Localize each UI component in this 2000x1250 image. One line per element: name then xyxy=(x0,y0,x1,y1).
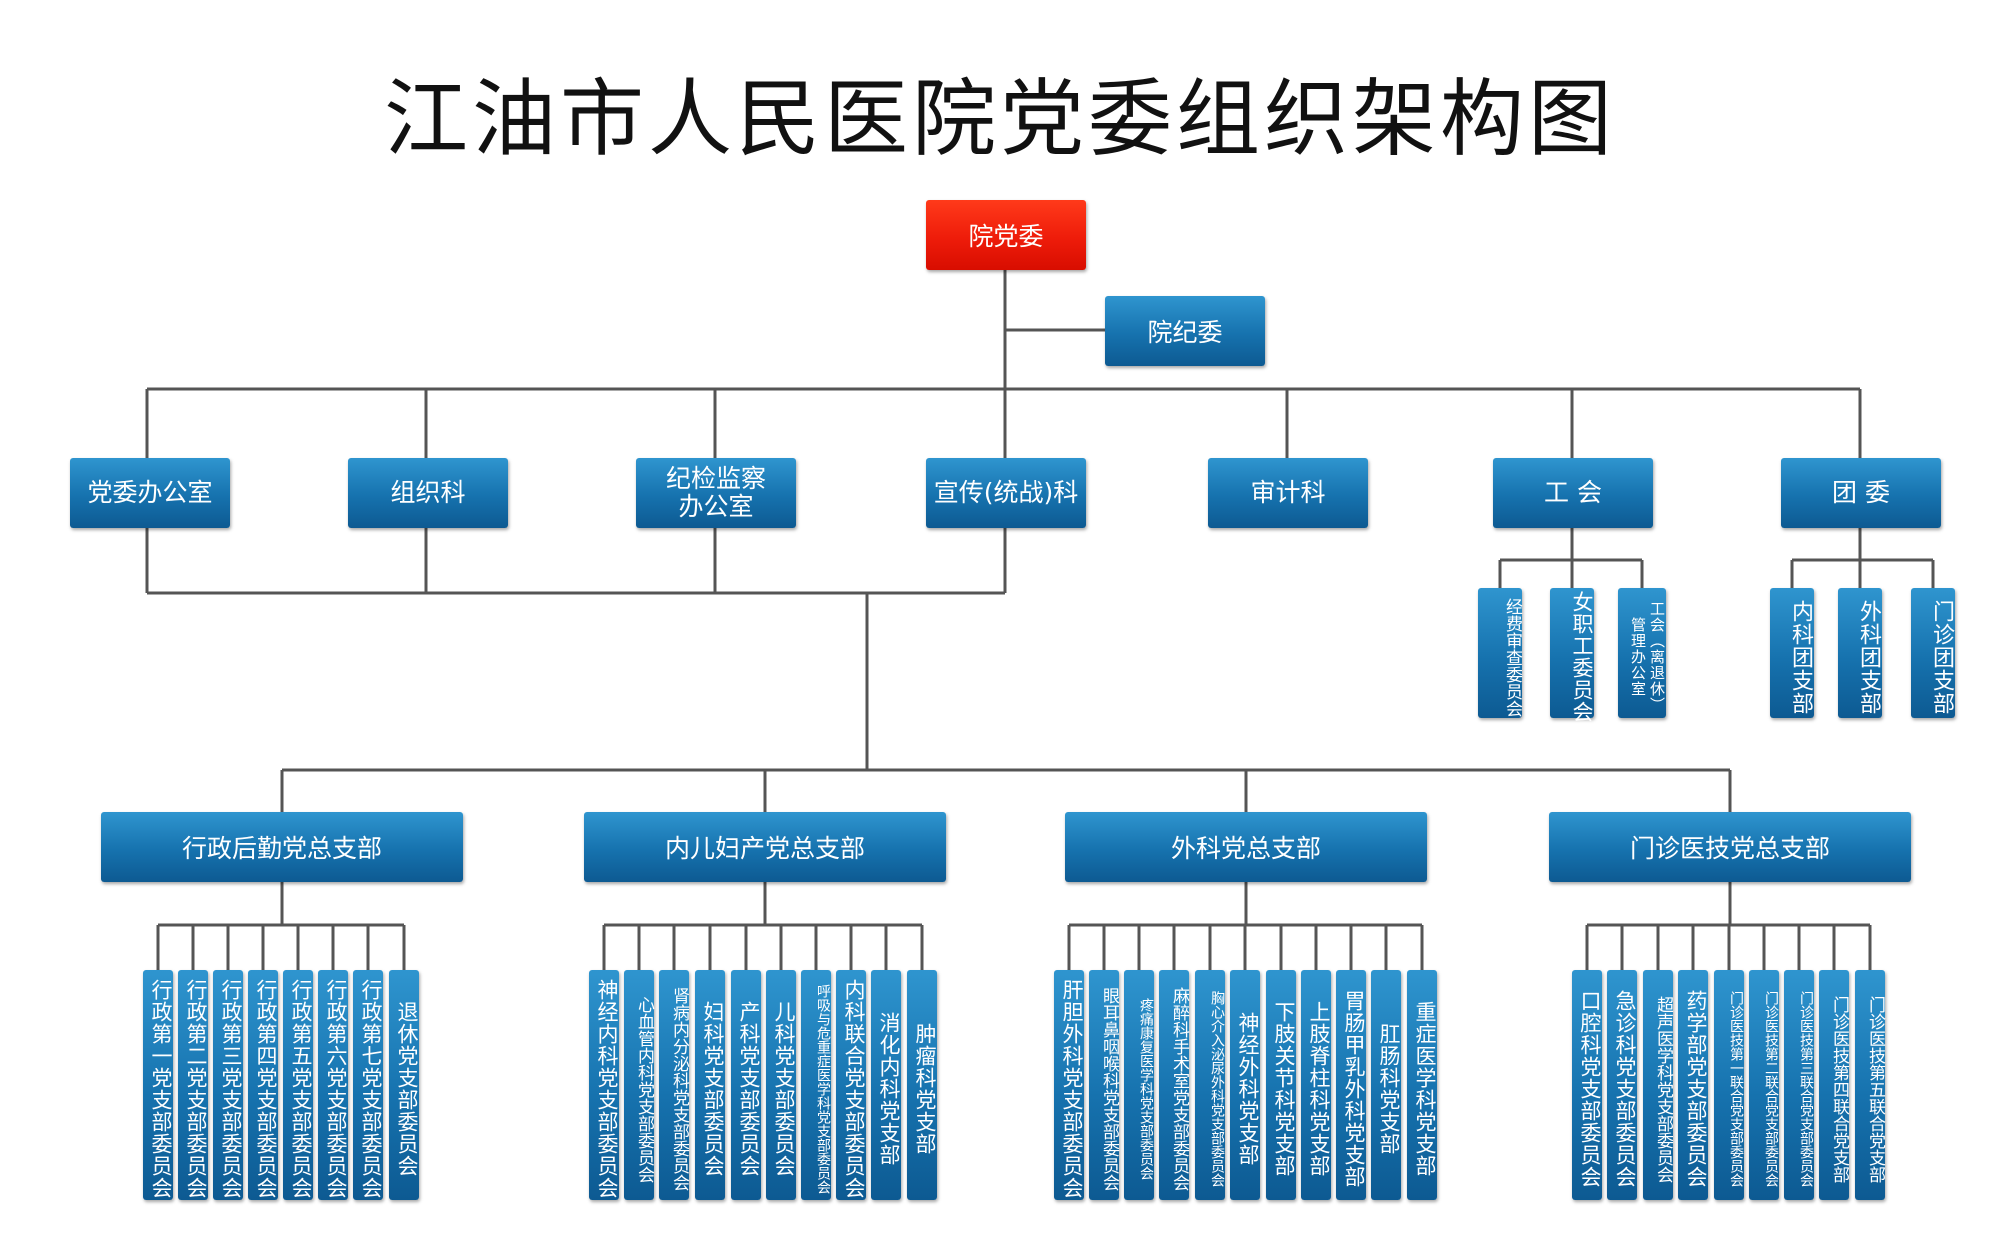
branch-child: 上肢脊柱科党支部 xyxy=(1301,970,1331,1200)
branch-child: 妇科党支部委员会 xyxy=(695,970,725,1200)
branch-child: 行政第三党支部委员会 xyxy=(213,970,243,1200)
dept-discipline-inspection: 纪检监察 办公室 xyxy=(636,458,796,528)
branch-child: 行政第四党支部委员会 xyxy=(248,970,278,1200)
branch-child: 药学部党支部委员会 xyxy=(1678,970,1708,1200)
branch-child: 急诊科党支部委员会 xyxy=(1607,970,1637,1200)
branch-child: 麻醉科手术室党支部委员会 xyxy=(1159,970,1189,1200)
branch-child: 神经外科党支部 xyxy=(1230,970,1260,1200)
union-child: 女职工委员会 xyxy=(1550,588,1594,723)
dept-publicity: 宣传(统战)科 xyxy=(926,458,1086,528)
general-branch: 行政后勤党总支部 xyxy=(101,812,463,882)
youth-child: 门诊团支部 xyxy=(1911,588,1955,718)
branch-child: 门诊医技第一联合党支部委员会 xyxy=(1714,970,1744,1200)
branch-child: 胸心介入泌尿外科党支部委员会 xyxy=(1195,970,1225,1200)
youth-child: 外科团支部 xyxy=(1838,588,1882,718)
branch-child: 产科党支部委员会 xyxy=(731,970,761,1200)
branch-child: 胃肠甲乳外科党支部 xyxy=(1336,970,1366,1200)
dept-organization: 组织科 xyxy=(348,458,508,528)
union-child: 工会（离退休）管理办公室 xyxy=(1618,588,1666,718)
branch-child: 肝胆外科党支部委员会 xyxy=(1054,970,1084,1200)
branch-child: 超声医学科党支部委员会 xyxy=(1643,970,1673,1200)
branch-child: 口腔科党支部委员会 xyxy=(1572,970,1602,1200)
branch-child: 门诊医技第二联合党支部委员会 xyxy=(1749,970,1779,1200)
branch-child: 眼耳鼻咽喉科党支部委员会 xyxy=(1089,970,1119,1200)
branch-child: 内科联合党支部委员会 xyxy=(836,970,866,1200)
branch-child: 肿瘤科党支部 xyxy=(907,970,937,1200)
discipline-committee: 院纪委 xyxy=(1105,296,1265,366)
youth-child: 内科团支部 xyxy=(1770,588,1814,718)
branch-child: 行政第二党支部委员会 xyxy=(178,970,208,1200)
general-branch: 外科党总支部 xyxy=(1065,812,1427,882)
branch-child: 行政第一党支部委员会 xyxy=(143,970,173,1200)
branch-child: 呼吸与危重症医学科党支部委员会 xyxy=(801,970,831,1200)
branch-child: 消化内科党支部 xyxy=(871,970,901,1200)
branch-child: 神经内科党支部委员会 xyxy=(589,970,619,1200)
branch-child: 疼痛康复医学科党支部委员会 xyxy=(1124,970,1154,1200)
branch-child: 行政第七党支部委员会 xyxy=(353,970,383,1200)
union-child: 经费审查委员会 xyxy=(1478,588,1522,718)
general-branch: 内儿妇产党总支部 xyxy=(584,812,946,882)
branch-child: 重症医学科党支部 xyxy=(1407,970,1437,1200)
root-party-committee: 院党委 xyxy=(926,200,1086,270)
dept-party-office: 党委办公室 xyxy=(70,458,230,528)
dept-youth-league: 团 委 xyxy=(1781,458,1941,528)
branch-child: 行政第五党支部委员会 xyxy=(283,970,313,1200)
branch-child: 门诊医技第五联合党支部 xyxy=(1855,970,1885,1200)
dept-union: 工 会 xyxy=(1493,458,1653,528)
branch-child: 儿科党支部委员会 xyxy=(766,970,796,1200)
chart-title: 江油市人民医院党委组织架构图 xyxy=(383,70,1616,168)
branch-child: 下肢关节科党支部 xyxy=(1266,970,1296,1200)
branch-child: 心血管内科党支部委员会 xyxy=(624,970,654,1200)
branch-child: 行政第六党支部委员会 xyxy=(318,970,348,1200)
branch-child: 肛肠科党支部 xyxy=(1371,970,1401,1200)
general-branch: 门诊医技党总支部 xyxy=(1549,812,1911,882)
dept-audit: 审计科 xyxy=(1208,458,1368,528)
branch-child: 退休党支部委员会 xyxy=(389,970,419,1200)
branch-child: 门诊医技第三联合党支部委员会 xyxy=(1784,970,1814,1200)
branch-child: 肾病内分泌科党支部委员会 xyxy=(659,970,689,1200)
branch-child: 门诊医技第四联合党支部 xyxy=(1819,970,1849,1200)
